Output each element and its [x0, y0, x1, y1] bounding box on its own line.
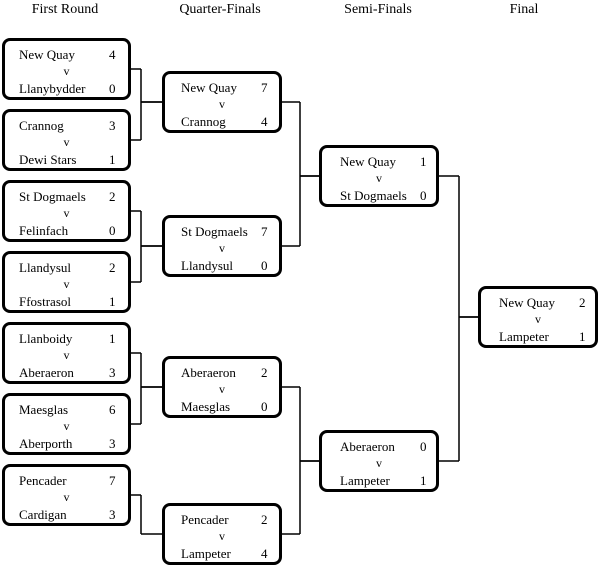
round-header-final: Final [509, 2, 539, 17]
away-team-name: Cardigan [19, 507, 67, 522]
home-team-score: 2 [109, 260, 116, 275]
home-team-score: 4 [109, 47, 116, 62]
away-team-name: Ffostrasol [19, 294, 71, 309]
versus-label: v [63, 277, 70, 291]
home-team-score: 7 [261, 224, 268, 239]
home-team-score: 3 [109, 118, 116, 133]
away-team-score: 0 [420, 188, 427, 203]
home-team-name: Aberaeron [181, 365, 236, 380]
away-team-name: Lampeter [499, 329, 549, 344]
away-team-score: 1 [109, 152, 116, 167]
away-team-score: 1 [109, 294, 116, 309]
home-team-name: St Dogmaels [181, 224, 248, 239]
away-team-score: 0 [109, 223, 116, 238]
home-team-name: Pencader [181, 512, 229, 527]
away-team-name: Llanybydder [19, 81, 86, 96]
away-team-score: 0 [109, 81, 116, 96]
home-team-score: 1 [420, 154, 427, 169]
away-team-name: St Dogmaels [340, 188, 407, 203]
versus-label: v [219, 529, 225, 543]
away-team-name: Felinfach [19, 223, 69, 238]
versus-label: v [63, 135, 70, 149]
home-team-name: Crannog [19, 118, 64, 133]
home-team-name: New Quay [19, 47, 75, 62]
away-team-score: 3 [109, 436, 116, 451]
versus-label: v [63, 348, 70, 362]
round-header-quarter-finals: Quarter-Finals [179, 2, 261, 17]
away-team-score: 4 [261, 546, 268, 561]
home-team-name: Maesglas [19, 402, 69, 417]
home-team-name: New Quay [181, 80, 237, 95]
home-team-score: 2 [579, 295, 586, 310]
versus-label: v [63, 206, 70, 220]
away-team-score: 0 [261, 258, 268, 273]
match-box-sf-1: New Quay 1 v St Dogmaels 0 [319, 145, 439, 207]
versus-label: v [219, 241, 225, 255]
versus-label: v [63, 490, 70, 504]
versus-label: v [219, 97, 225, 111]
home-team-name: New Quay [340, 154, 396, 169]
away-team-name: Aberaeron [19, 365, 74, 380]
home-team-name: Llandysul [19, 260, 71, 275]
home-team-score: 2 [261, 365, 268, 380]
round-header-first-round: First Round [31, 2, 99, 17]
away-team-score: 1 [420, 473, 427, 488]
away-team-name: Llandysul [181, 258, 233, 273]
away-team-score: 3 [109, 507, 116, 522]
versus-label: v [63, 64, 70, 78]
away-team-name: Aberporth [19, 436, 73, 451]
away-team-name: Lampeter [340, 473, 390, 488]
home-team-score: 7 [109, 473, 116, 488]
away-team-score: 4 [261, 114, 268, 129]
away-team-name: Maesglas [181, 399, 231, 414]
away-team-score: 1 [579, 329, 586, 344]
round-header-semi-finals: Semi-Finals [344, 2, 412, 17]
away-team-name: Lampeter [181, 546, 231, 561]
away-team-score: 0 [261, 399, 268, 414]
away-team-name: Dewi Stars [19, 152, 77, 167]
home-team-name: Llanboidy [19, 331, 73, 346]
versus-label: v [376, 171, 382, 185]
home-team-name: Pencader [19, 473, 67, 488]
home-team-score: 6 [109, 402, 116, 417]
home-team-name: Aberaeron [340, 439, 395, 454]
versus-label: v [535, 312, 541, 326]
home-team-score: 2 [261, 512, 268, 527]
home-team-name: New Quay [499, 295, 555, 310]
home-team-name: St Dogmaels [19, 189, 86, 204]
home-team-score: 7 [261, 80, 268, 95]
versus-label: v [219, 382, 225, 396]
home-team-score: 0 [420, 439, 427, 454]
home-team-score: 1 [109, 331, 116, 346]
away-team-name: Crannog [181, 114, 226, 129]
away-team-score: 3 [109, 365, 116, 380]
versus-label: v [63, 419, 70, 433]
versus-label: v [376, 456, 382, 470]
home-team-score: 2 [109, 189, 116, 204]
